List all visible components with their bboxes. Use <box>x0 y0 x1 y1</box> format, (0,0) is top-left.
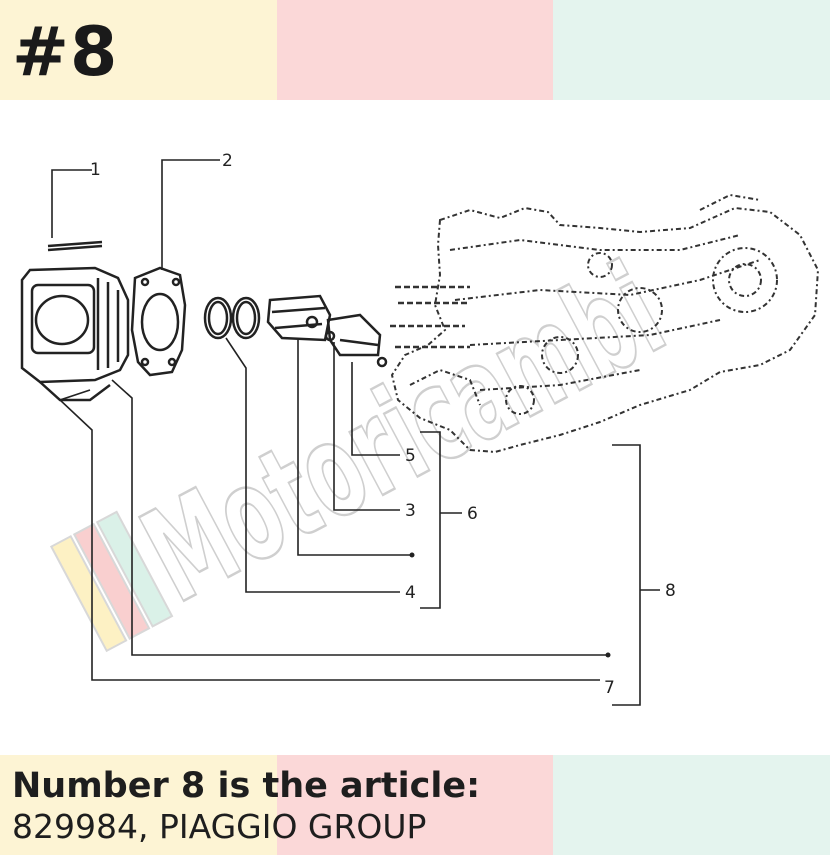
crankcase-drawing <box>390 193 820 454</box>
watermark-stripe-yellow <box>49 534 128 653</box>
leader-lines <box>51 159 660 706</box>
callout-5: 5 <box>405 446 416 466</box>
cylinder-studs <box>390 285 470 349</box>
callout-1: 1 <box>90 160 101 180</box>
article-heading: Number 8 is the article: <box>12 766 481 806</box>
footer-band <box>0 755 830 855</box>
callout-3: 3 <box>405 501 416 521</box>
parts-diagram: Motoricambi <box>20 151 820 706</box>
footer-band-yellow <box>0 755 277 855</box>
watermark-stripe-pink <box>72 522 151 640</box>
part-2-gasket <box>130 266 187 377</box>
callout-7: 7 <box>604 678 615 698</box>
part-1-pin <box>47 240 103 252</box>
footer-band-mint <box>553 755 830 855</box>
header-band-mint <box>553 0 830 100</box>
piston-drawing <box>266 294 332 342</box>
callout-6: 6 <box>467 504 478 524</box>
callout-8: 8 <box>665 581 676 601</box>
leader-dot-cylinder <box>605 652 611 658</box>
header-band-pink <box>276 0 554 100</box>
header-band <box>0 0 830 100</box>
header-band-yellow <box>0 0 277 100</box>
part-5-piston-pin <box>324 313 388 368</box>
footer-band-pink <box>276 755 554 855</box>
watermark-stripe-mint <box>95 510 174 628</box>
callout-2: 2 <box>222 151 233 171</box>
page-title: #8 <box>12 13 119 92</box>
watermark: Motoricambi <box>49 233 687 653</box>
callout-4: 4 <box>405 583 416 603</box>
part-7-cylinder <box>20 266 130 402</box>
leader-dot-piston <box>409 552 415 558</box>
part-4-rings <box>203 296 261 340</box>
article-number: 829984, PIAGGIO GROUP <box>12 807 427 846</box>
